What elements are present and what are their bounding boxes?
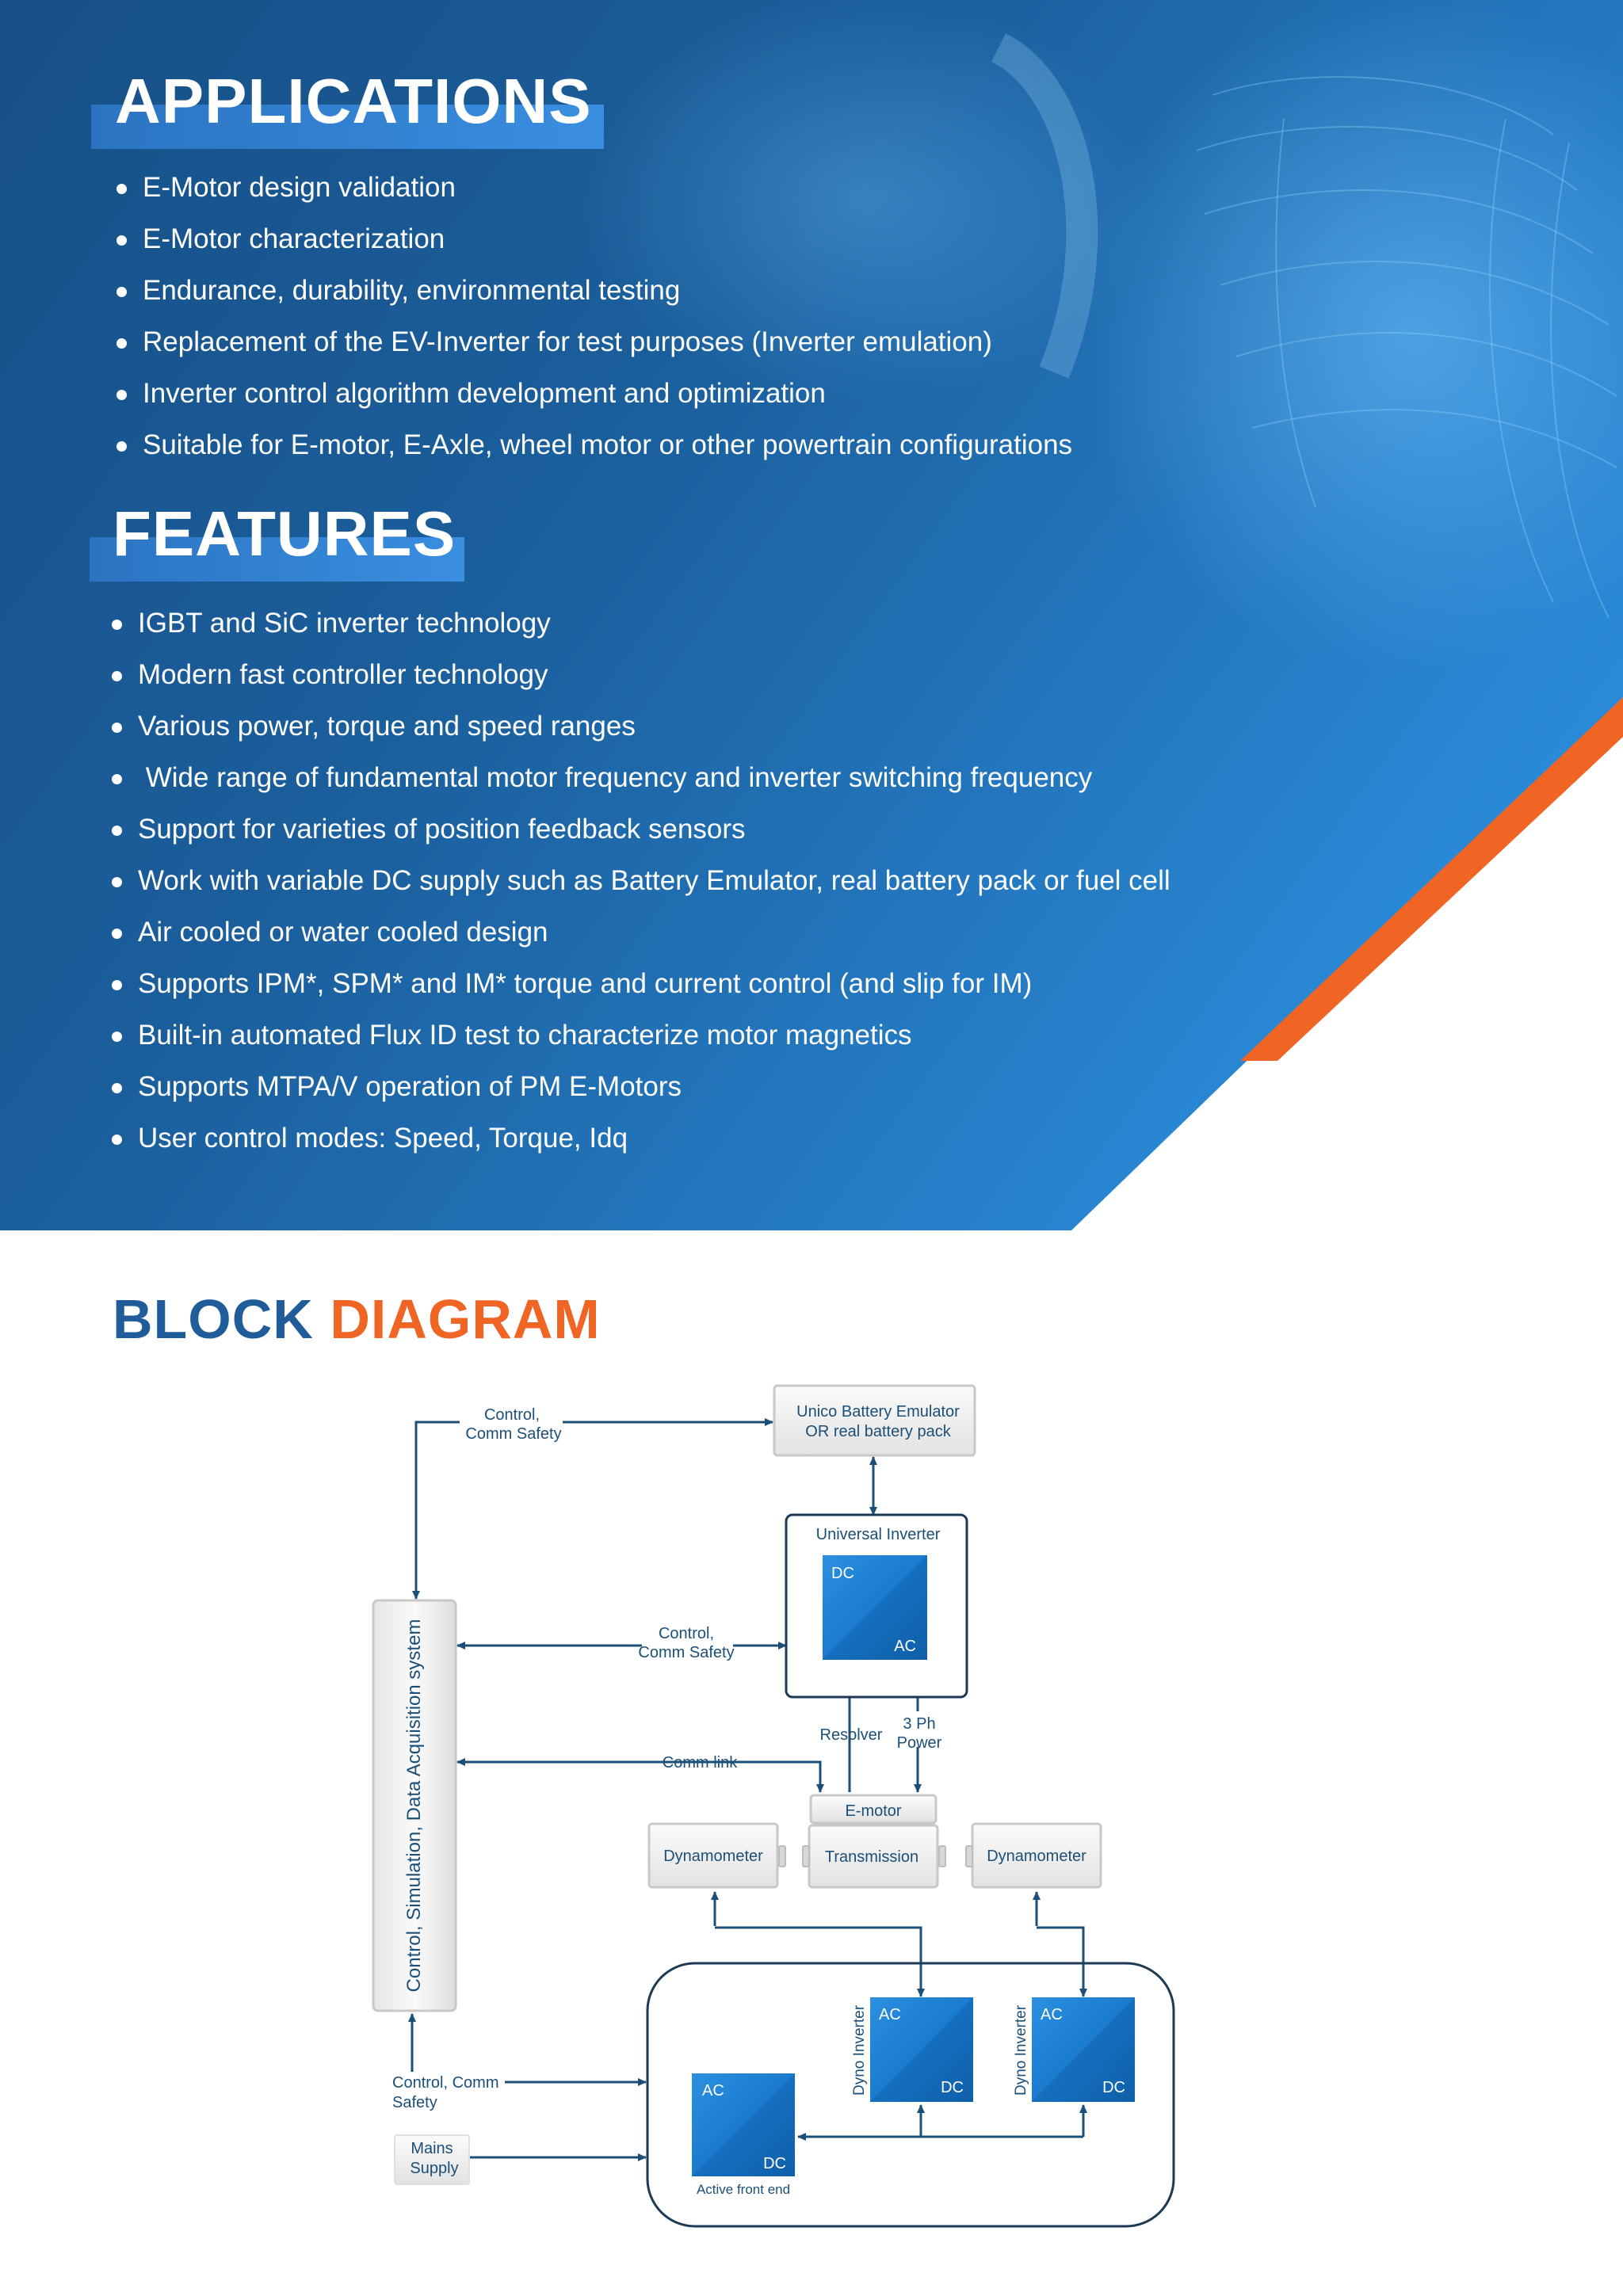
applications-list: E-Motor design validation E-Motor charac…: [116, 162, 1072, 471]
emotor-box: [809, 1794, 938, 1825]
control-system-box: [372, 1599, 457, 2012]
dyno-inverter-2-block: [1032, 1997, 1135, 2102]
features-title-bar: [90, 537, 464, 582]
inverter-dc-label: DC: [831, 1565, 854, 1582]
list-item: Support for varieties of position feedba…: [112, 803, 1170, 855]
mains-supply-box: [394, 2134, 470, 2185]
dynamometer-left-label: Dynamometer: [663, 1848, 763, 1865]
hero-background: [0, 0, 1623, 1230]
hero-section: APPLICATIONS E-Motor design validation E…: [0, 0, 1623, 1230]
list-item: Modern fast controller technology: [112, 649, 1170, 700]
connector-to-control-system: [412, 1421, 460, 1600]
dyno-inverter-2-dc: DC: [1102, 2079, 1125, 2096]
list-item: E-Motor characterization: [116, 213, 1072, 265]
list-item: Wide range of fundamental motor frequenc…: [112, 752, 1170, 803]
dynamometer-left-box: [647, 1822, 779, 1889]
connector-to-dyno-inverter-1: [715, 1926, 925, 1997]
applications-title-bar: [91, 105, 604, 149]
universal-inverter-label: Universal Inverter: [816, 1526, 941, 1543]
dyno-inverter-1-label: Dyno Inverter: [851, 2004, 868, 2096]
bullet-icon: [112, 826, 122, 836]
resolver-label: Resolver: [820, 1726, 883, 1744]
list-item: IGBT and SiC inverter technology: [112, 597, 1170, 649]
list-item: Endurance, durability, environmental tes…: [116, 265, 1072, 316]
mains-label-line1: Mains: [411, 2140, 453, 2157]
comm-link-to-emotor: [745, 1760, 824, 1793]
bullet-icon: [116, 184, 127, 194]
active-front-end-dc: DC: [763, 2155, 786, 2172]
list-item: Built-in automated Flux ID test to chara…: [112, 1009, 1170, 1061]
transmission-label: Transmission: [825, 1848, 918, 1866]
list-item: Air cooled or water cooled design: [112, 906, 1170, 958]
active-front-end-label: Active front end: [697, 2182, 790, 2197]
connector-to-dyno-inverter-2: [1037, 1926, 1087, 1997]
bullet-icon: [112, 1083, 122, 1093]
mid-control-label-line1: Control,: [659, 1625, 714, 1642]
bottom-control-label-line2: Safety: [392, 2094, 437, 2111]
bottom-control-label-line1: Control, Comm: [392, 2074, 498, 2092]
dyno-drive-frame: [646, 1962, 1175, 2228]
active-front-end-ac: AC: [702, 2082, 724, 2100]
bullet-icon: [112, 1032, 122, 1042]
shaft-coupling: [965, 1845, 973, 1867]
features-title: FEATURES: [113, 498, 456, 569]
shaft-coupling: [778, 1845, 786, 1867]
control-system-label: Control, Simulation, Data Acquisition sy…: [403, 1619, 425, 1993]
dynamometer-right-label: Dynamometer: [987, 1848, 1086, 1865]
list-item: Supports MTPA/V operation of PM E-Motors: [112, 1061, 1170, 1112]
features-list: IGBT and SiC inverter technology Modern …: [112, 597, 1170, 1164]
bullet-icon: [112, 1135, 122, 1145]
list-item: Suitable for E-motor, E-Axle, wheel moto…: [116, 419, 1072, 471]
bullet-icon: [116, 338, 127, 349]
block-diagram: Unico Battery Emulator OR real battery p…: [372, 1384, 1175, 2228]
bullet-icon: [112, 671, 122, 681]
bullet-icon: [116, 287, 127, 297]
three-phase-label-line1: 3 Ph: [903, 1715, 935, 1733]
battery-emulator-box: [773, 1384, 976, 1457]
mid-control-label-line2: Comm Safety: [638, 1644, 734, 1661]
list-item: Inverter control algorithm development a…: [116, 368, 1072, 419]
dyno-inverter-1-block: [870, 1997, 973, 2102]
dyno-inverter-2-label: Dyno Inverter: [1013, 2004, 1029, 2096]
applications-title: APPLICATIONS: [115, 66, 592, 136]
block-diagram-title: BLOCK DIAGRAM: [113, 1287, 601, 1351]
bullet-icon: [112, 774, 122, 784]
orange-accent-stripe: [1240, 697, 1623, 1061]
bullet-icon: [112, 980, 122, 990]
bullet-icon: [116, 235, 127, 246]
mains-label-line2: Supply: [410, 2160, 458, 2177]
top-control-label-line2: Comm Safety: [465, 1425, 561, 1443]
block-diagram-title-word2: DIAGRAM: [330, 1288, 601, 1350]
three-phase-label-line2: Power: [897, 1734, 942, 1752]
list-item: Various power, torque and speed ranges: [112, 700, 1170, 752]
bullet-icon: [112, 723, 122, 733]
list-item: Supports IPM*, SPM* and IM* torque and c…: [112, 958, 1170, 1009]
active-front-end-block: [692, 2073, 795, 2176]
bullet-icon: [112, 620, 122, 630]
shaft-coupling: [938, 1845, 946, 1867]
block-diagram-title-word1: BLOCK: [113, 1288, 314, 1350]
dyno-inverter-2-ac: AC: [1041, 2006, 1063, 2023]
dyno-inverter-1-ac: AC: [879, 2006, 901, 2023]
comm-link-label: Comm link: [663, 1754, 738, 1772]
bullet-icon: [112, 929, 122, 939]
list-item: Replacement of the EV-Inverter for test …: [116, 316, 1072, 368]
list-item: User control modes: Speed, Torque, Idq: [112, 1112, 1170, 1164]
inverter-ac-label: AC: [894, 1638, 916, 1655]
bullet-icon: [112, 877, 122, 887]
battery-label-line1: Unico Battery Emulator: [796, 1403, 960, 1421]
emotor-label: E-motor: [845, 1802, 901, 1820]
bullet-icon: [116, 390, 127, 400]
universal-inverter-block: [823, 1555, 927, 1660]
shaft-coupling: [802, 1845, 810, 1867]
list-item: E-Motor design validation: [116, 162, 1072, 213]
top-control-label-line1: Control,: [484, 1406, 540, 1424]
list-item: Work with variable DC supply such as Bat…: [112, 855, 1170, 906]
dyno-inverter-1-dc: DC: [941, 2079, 964, 2096]
bullet-icon: [116, 441, 127, 452]
battery-label-line2: OR real battery pack: [805, 1423, 951, 1440]
